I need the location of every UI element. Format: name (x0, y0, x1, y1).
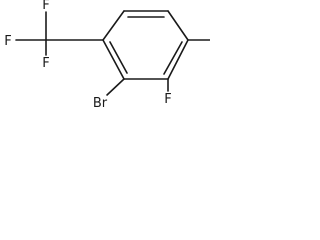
chemical-structure: F F F Br F (4, 0, 210, 111)
atom-label-fluorine-left: F (4, 34, 11, 49)
ring-bond (167, 10, 189, 41)
atom-label-bromine: Br (93, 96, 108, 111)
ring-bond (167, 39, 189, 80)
atom-label-fluorine-bottom: F (42, 56, 49, 71)
benzene-ring (102, 10, 189, 80)
atom-label-fluorine-ring: F (164, 92, 171, 107)
ring-inner-double-bond (163, 41, 183, 75)
ring-bond (102, 39, 125, 80)
ring-bond (102, 10, 125, 41)
ring-inner-double-bond (109, 41, 128, 74)
c-br-bond (106, 78, 125, 96)
atom-label-fluorine-top: F (42, 0, 49, 13)
